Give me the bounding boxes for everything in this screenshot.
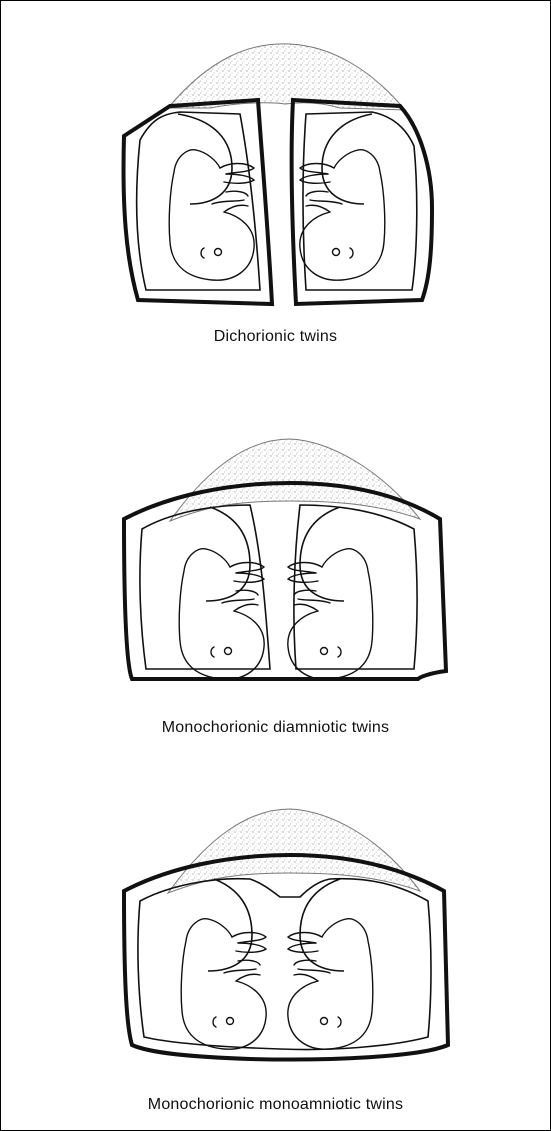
caption-dichorionic: Dichorionic twins (0, 328, 551, 346)
left-amnion (140, 505, 270, 669)
right-chorion (292, 100, 432, 304)
caption-monochorionic-diamniotic: Monochorionic diamniotic twins (0, 719, 551, 737)
right-amnion (294, 505, 417, 669)
monochorionic-diamniotic-diagram (0, 425, 551, 705)
placenta (168, 44, 405, 110)
caption-monochorionic-monoamniotic: Monochorionic monoamniotic twins (0, 1096, 551, 1114)
dichorionic-diagram (0, 28, 551, 308)
chorion (124, 855, 448, 1059)
monochorionic-monoamniotic-diagram (0, 795, 551, 1075)
